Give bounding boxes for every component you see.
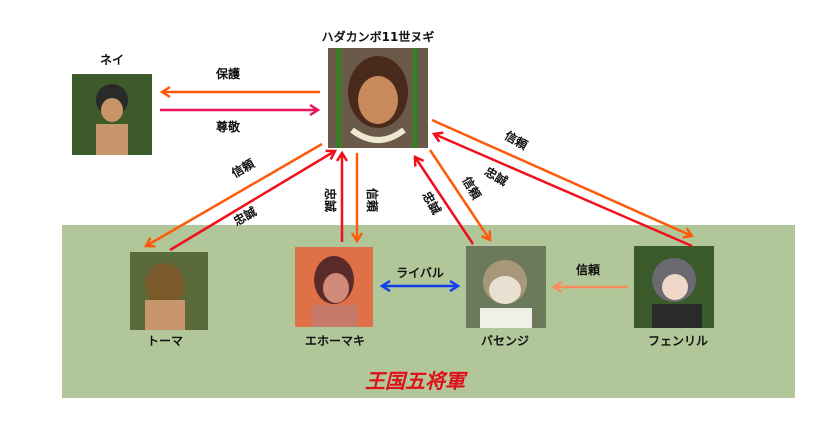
name-toma: トーマ xyxy=(147,334,183,348)
arrow-fenrir-trust xyxy=(431,118,692,236)
label-toma-trust: 信頼 xyxy=(229,155,258,180)
label-protect: 保護 xyxy=(215,66,241,81)
label-fenrir-trust: 信頼 xyxy=(502,128,531,153)
label-ehomaki-trust: 信頼 xyxy=(365,188,380,213)
label-toma-loyalty: 忠誠 xyxy=(231,204,259,229)
label-respect: 尊敬 xyxy=(216,119,241,134)
portrait-nei[interactable] xyxy=(72,74,152,155)
arrow-fenrir-loyalty xyxy=(434,134,693,248)
arrow-toma-loyalty xyxy=(169,151,335,252)
arrow-basenji-trust xyxy=(428,149,490,240)
label-fenrir-basenji-trust: 信頼 xyxy=(576,262,601,277)
portrait-fenrir[interactable] xyxy=(634,246,714,328)
portrait-ehomaki[interactable] xyxy=(295,247,373,327)
label-rival: ライバル xyxy=(396,266,444,280)
arrow-toma-trust xyxy=(146,142,323,246)
label-ehomaki-loyalty: 忠誠 xyxy=(323,188,338,212)
label-fenrir-loyalty: 忠誠 xyxy=(482,164,510,189)
arrow-basenji-loyalty xyxy=(415,157,475,245)
portrait-basenji[interactable] xyxy=(466,246,546,328)
name-nei: ネイ xyxy=(100,53,124,67)
group-title: 王国五将軍 xyxy=(365,369,468,393)
portrait-toma[interactable] xyxy=(130,252,208,330)
label-basenji-loyalty: 忠誠 xyxy=(419,189,444,217)
name-basenji: バセンジ xyxy=(481,334,529,348)
name-hadakanbo: ハダカンボ11世ヌギ xyxy=(322,29,435,44)
name-ehomaki: エホーマキ xyxy=(305,334,365,348)
name-fenrir: フェンリル xyxy=(648,334,708,348)
portrait-hadakanbo[interactable] xyxy=(328,48,428,148)
